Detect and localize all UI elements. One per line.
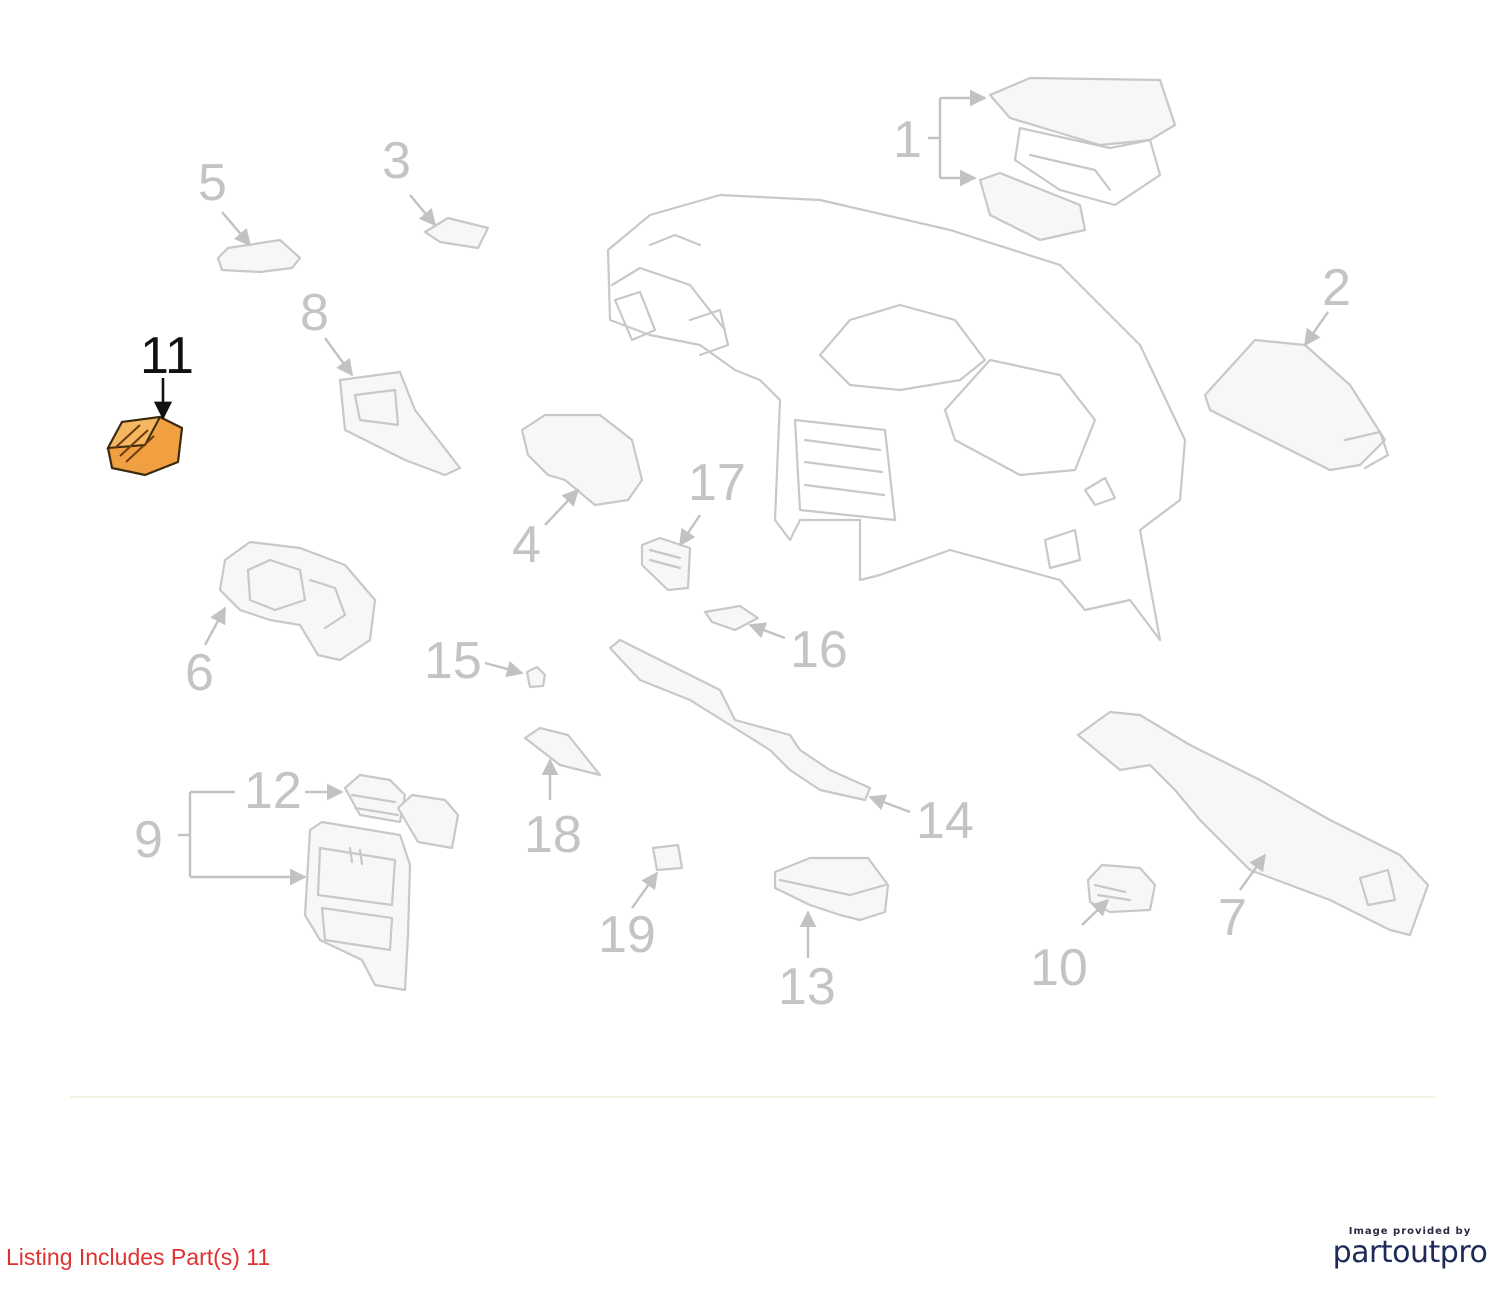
- callout-16: 16: [748, 621, 848, 679]
- part-10-side-vent: [1086, 863, 1157, 914]
- callout-10: 10: [1030, 898, 1110, 997]
- svg-text:4: 4: [512, 516, 541, 574]
- svg-text:10: 10: [1030, 939, 1088, 997]
- part-16-bracket: [703, 604, 760, 632]
- callout-4: 4: [512, 488, 580, 574]
- diagram-divider: [70, 1096, 1435, 1098]
- callout-17: 17: [679, 454, 746, 547]
- svg-text:5: 5: [198, 154, 227, 212]
- svg-text:3: 3: [382, 132, 411, 190]
- svg-text:2: 2: [1322, 259, 1351, 317]
- partoutpro-logo: partoutpro: [1332, 1235, 1488, 1270]
- svg-text:17: 17: [688, 454, 746, 512]
- callout-7: 7: [1218, 853, 1266, 947]
- svg-text:7: 7: [1218, 889, 1247, 947]
- part-4-cluster-hood: [520, 413, 644, 507]
- part-1-glove-compartment: [978, 76, 1177, 242]
- callout-18: 18: [524, 758, 582, 864]
- part-13-storage-box: [773, 856, 890, 922]
- part-6-cluster-surround: [218, 540, 377, 662]
- svg-text:14: 14: [916, 792, 974, 850]
- part-17-vent: [640, 536, 692, 592]
- provider-caption: Image provided by: [1348, 1226, 1472, 1237]
- callout-13: 13: [778, 910, 836, 1016]
- callout-19: 19: [598, 871, 658, 964]
- svg-text:8: 8: [300, 284, 329, 342]
- svg-text:18: 18: [524, 806, 582, 864]
- callout-1: 1: [893, 89, 987, 187]
- listing-includes-note: Listing Includes Part(s) 11: [6, 1244, 271, 1270]
- callout-3: 3: [382, 132, 437, 227]
- part-8-side-trim: [338, 370, 462, 477]
- callout-6: 6: [185, 606, 227, 702]
- image-provider-badge: Image provided by partoutpro: [1330, 1226, 1490, 1269]
- callout-2: 2: [1304, 259, 1351, 347]
- callout-5: 5: [198, 154, 252, 247]
- part-12-center-vents: [343, 773, 460, 850]
- svg-text:19: 19: [598, 906, 656, 964]
- part-15-clip: [525, 665, 547, 689]
- part-9-center-bezel: [303, 820, 412, 992]
- callout-15: 15: [424, 632, 524, 690]
- svg-text:6: 6: [185, 644, 214, 702]
- part-14-lower-trim: [608, 638, 872, 802]
- callout-11: 11: [140, 327, 194, 420]
- part-18-cover: [523, 726, 602, 777]
- svg-text:16: 16: [790, 621, 848, 679]
- callout-14: 14: [868, 792, 974, 850]
- callout-label-11-highlighted: 11: [140, 327, 194, 385]
- part-19-switch: [651, 843, 684, 872]
- part-2-knee-bolster: [1203, 338, 1390, 472]
- svg-text:13: 13: [778, 958, 836, 1016]
- svg-text:12: 12: [244, 762, 302, 820]
- part-3-switch: [423, 216, 490, 250]
- instrument-panel-main: [606, 193, 1187, 642]
- part-11-air-vent-highlighted: [106, 415, 184, 477]
- callout-9-12: 12 9: [134, 762, 344, 886]
- callout-8: 8: [300, 284, 353, 377]
- svg-text:15: 15: [424, 632, 482, 690]
- part-5-trim-bezel: [216, 238, 302, 274]
- part-7-lower-dash: [1076, 710, 1430, 937]
- callout-label-1: 1: [893, 111, 922, 169]
- svg-text:9: 9: [134, 811, 163, 869]
